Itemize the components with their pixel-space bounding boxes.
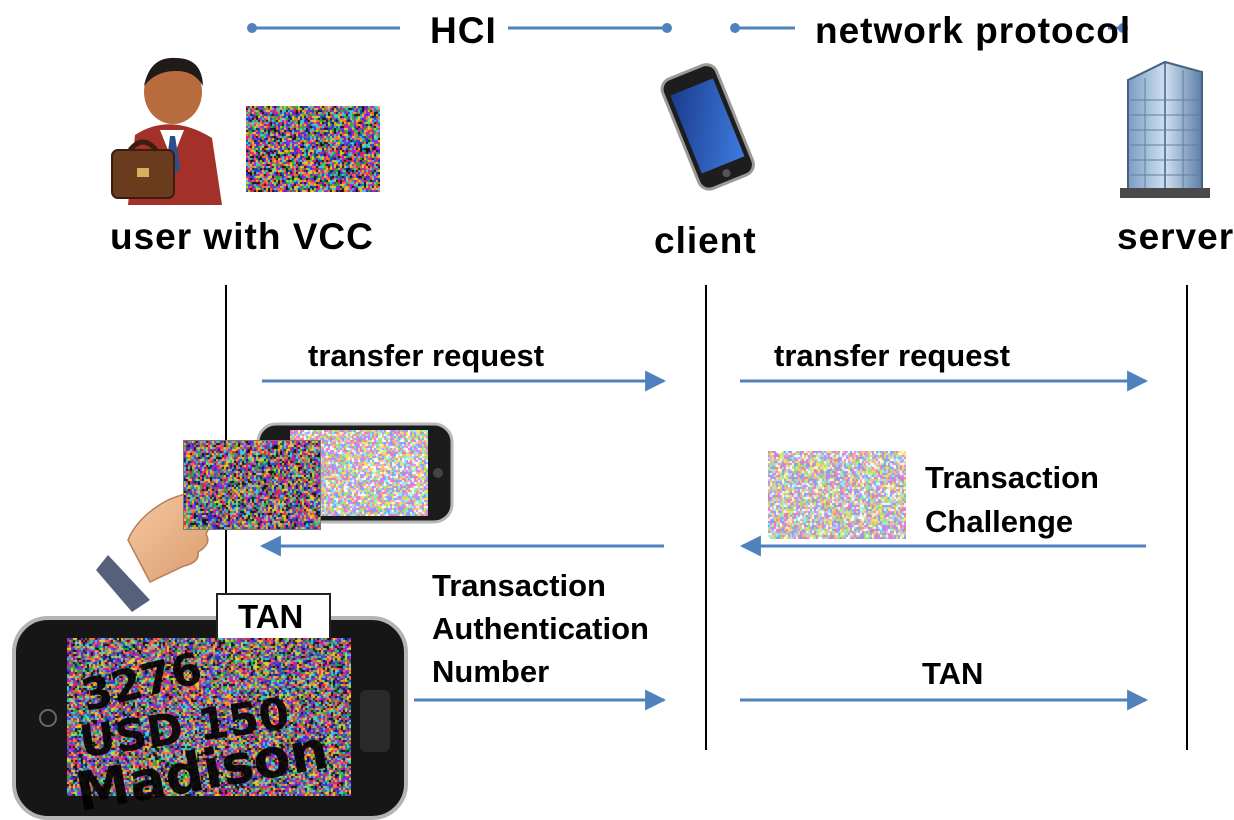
network-protocol-label: network protocol bbox=[815, 10, 1132, 51]
transaction-challenge-image bbox=[768, 451, 906, 539]
challenge-label-line2: Challenge bbox=[925, 504, 1074, 539]
tan-label-line1: Transaction bbox=[432, 568, 606, 603]
hci-bar bbox=[247, 23, 672, 33]
transfer-request-net-label: transfer request bbox=[774, 338, 1011, 373]
transfer-request-hci-label: transfer request bbox=[308, 338, 545, 373]
network-protocol-bar bbox=[730, 23, 1128, 33]
office-building-icon bbox=[1120, 60, 1210, 198]
held-vcc-card-image bbox=[183, 440, 321, 530]
vcc-card-image bbox=[246, 106, 380, 192]
hci-label: HCI bbox=[430, 10, 497, 51]
actor-client-label: client bbox=[654, 220, 757, 261]
actor-user-label: user with VCC bbox=[110, 216, 374, 257]
tan-bubble-label: TAN bbox=[238, 598, 304, 635]
smartphone-icon bbox=[660, 63, 755, 191]
businessman-icon bbox=[111, 57, 222, 205]
tan-label-line3: Number bbox=[432, 654, 550, 689]
tan-label-line2: Authentication bbox=[432, 611, 649, 646]
challenge-label-line1: Transaction bbox=[925, 460, 1099, 495]
tan-net-label: TAN bbox=[922, 656, 984, 691]
actor-server-label: server bbox=[1117, 216, 1234, 257]
phone-large-screen-image bbox=[67, 638, 351, 796]
